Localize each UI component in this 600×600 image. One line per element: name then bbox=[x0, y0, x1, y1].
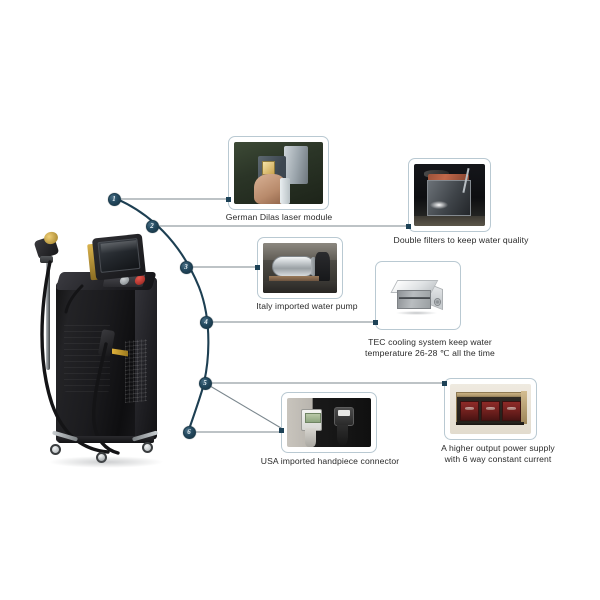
feature-image-3 bbox=[263, 243, 337, 293]
connector-nub-5 bbox=[278, 427, 284, 433]
connector-nub-4 bbox=[372, 319, 378, 325]
leader-5a bbox=[204, 382, 282, 429]
product-image bbox=[22, 222, 192, 472]
feature-caption-6: A higher output power supply with 6 way … bbox=[441, 443, 555, 464]
cart-base bbox=[58, 436, 154, 443]
connector-nub-6 bbox=[441, 380, 447, 386]
marker-2[interactable]: 2 bbox=[145, 219, 159, 233]
feature-image-4 bbox=[381, 267, 455, 324]
caster-wheel bbox=[50, 444, 61, 455]
connector-nub-1 bbox=[225, 196, 231, 202]
feature-caption-2: Double filters to keep water quality bbox=[393, 235, 529, 245]
handpiece-stand-pole bbox=[46, 252, 50, 370]
marker-5[interactable]: 5 bbox=[198, 376, 212, 390]
feature-caption-4: TEC cooling system keep water temperatur… bbox=[365, 337, 495, 358]
feature-card-6[interactable] bbox=[444, 378, 537, 440]
caster-wheel bbox=[96, 452, 107, 463]
feature-card-5[interactable] bbox=[281, 392, 377, 453]
feature-caption-3: Italy imported water pump bbox=[256, 301, 358, 311]
connector-nub-3 bbox=[254, 264, 260, 270]
connector-nub-2 bbox=[405, 223, 411, 229]
feature-card-3[interactable] bbox=[257, 237, 343, 299]
marker-6[interactable]: 6 bbox=[182, 425, 196, 439]
feature-image-2 bbox=[414, 164, 485, 226]
feature-card-4[interactable] bbox=[375, 261, 461, 330]
feature-caption-1: German Dilas laser module bbox=[225, 212, 333, 222]
feature-caption-5: USA imported handpiece connector bbox=[260, 456, 400, 466]
feature-card-1[interactable] bbox=[228, 136, 329, 210]
feature-card-2[interactable] bbox=[408, 158, 491, 232]
handpiece-clip bbox=[40, 256, 53, 263]
feature-image-6 bbox=[450, 384, 531, 434]
marker-4[interactable]: 4 bbox=[199, 315, 213, 329]
caster-wheel bbox=[142, 442, 153, 453]
marker-3[interactable]: 3 bbox=[179, 260, 193, 274]
machine-cables bbox=[40, 260, 120, 455]
marker-1[interactable]: 1 bbox=[107, 192, 121, 206]
feature-image-5 bbox=[287, 398, 371, 447]
product-shadow bbox=[48, 456, 164, 468]
feature-image-1 bbox=[234, 142, 323, 204]
